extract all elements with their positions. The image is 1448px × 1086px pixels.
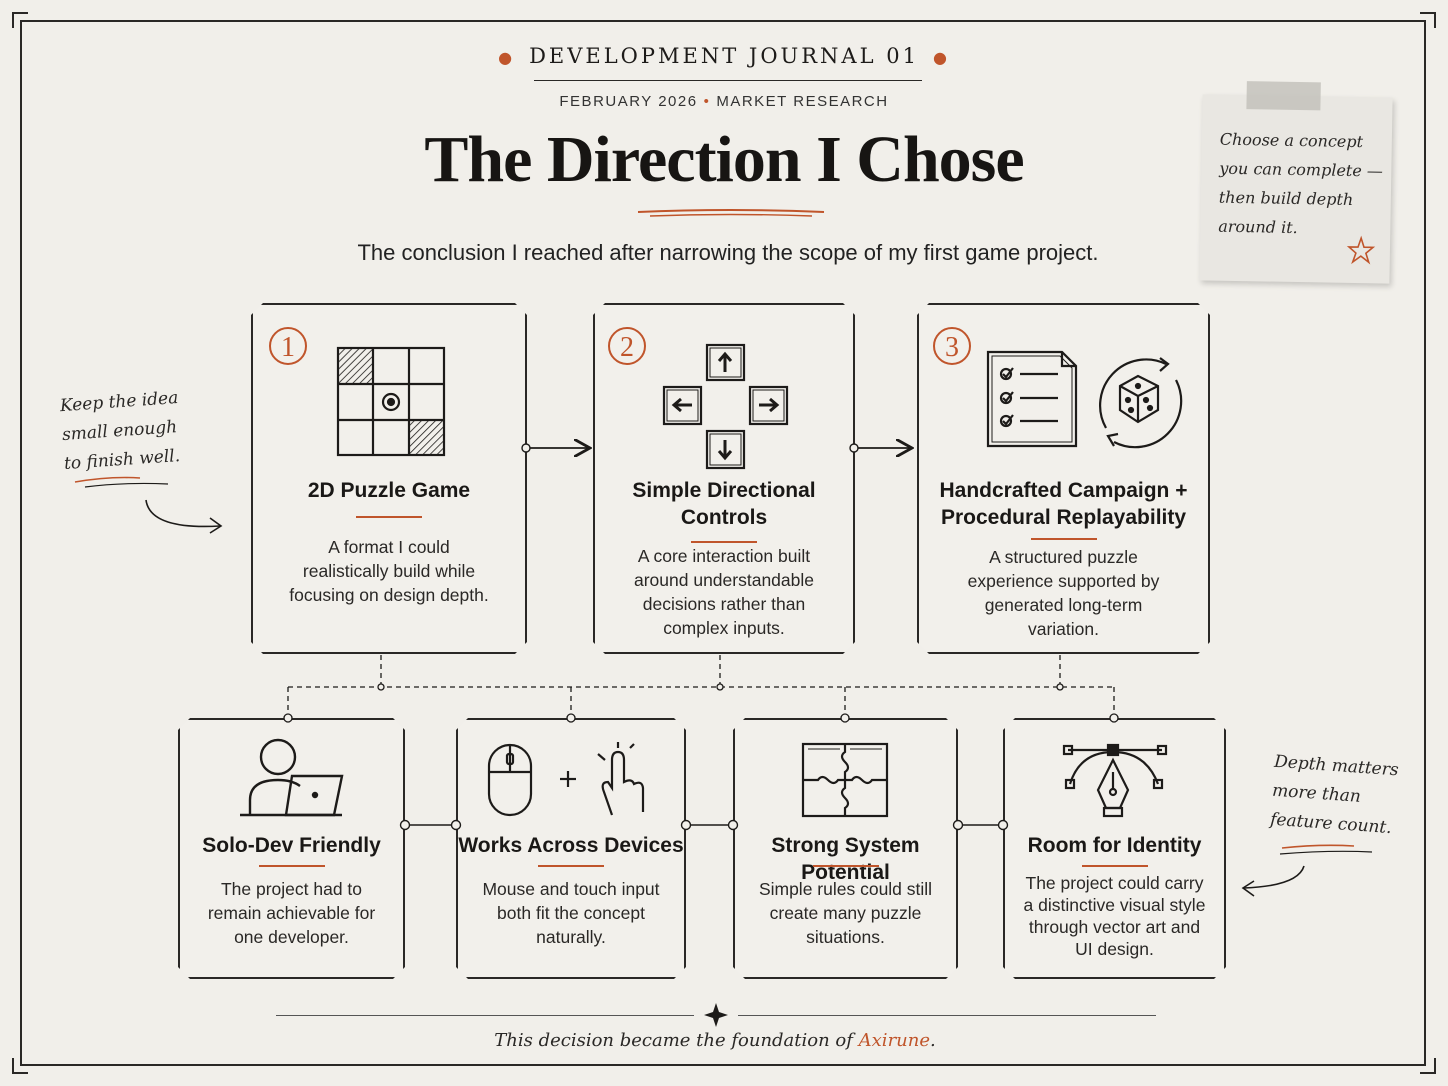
journal-heading: ●DEVELOPMENT JOURNAL 01● <box>498 44 950 68</box>
title-rule <box>813 865 879 867</box>
card-campaign-replayability: 3 Handcrafted Campaign +Procedural Repla… <box>917 303 1210 654</box>
frame-corner <box>1420 12 1436 28</box>
footer-rule-right <box>738 1015 1156 1016</box>
subheading: FEBRUARY 2026•MARKET RESEARCH <box>559 93 889 110</box>
left-annotation: Keep the idea small enough to finish wel… <box>59 387 181 475</box>
step-number: 2 <box>608 327 646 365</box>
page-title: The Direction I Chose <box>424 123 1024 196</box>
title-rule <box>691 541 757 543</box>
page-frame <box>20 20 1426 1066</box>
card-title: Solo-Dev Friendly <box>202 834 381 857</box>
right-annotation: Depth matters more than feature count. <box>1269 751 1400 839</box>
title-rule <box>1082 865 1148 867</box>
step-number: 1 <box>269 327 307 365</box>
journal-underline <box>534 80 922 81</box>
card-title: Handcrafted Campaign +Procedural Replaya… <box>939 479 1188 529</box>
frame-corner <box>12 1058 28 1074</box>
title-rule <box>259 865 325 867</box>
title-rule <box>538 865 604 867</box>
card-title: 2D Puzzle Game <box>307 479 471 502</box>
footer-rule-left <box>276 1015 694 1016</box>
title-rule <box>356 516 422 518</box>
frame-corner <box>12 12 28 28</box>
card-title: Works Across Devices <box>458 834 684 857</box>
frame-corner <box>1420 1058 1436 1074</box>
card-room-for-identity: Room for Identity The project could carr… <box>1003 718 1226 979</box>
note-text: Choose a concept you can complete — then… <box>1218 129 1384 238</box>
intro-text: The conclusion I reached after narrowing… <box>357 240 1099 265</box>
card-across-devices: Works Across Devices Mouse and touch inp… <box>456 718 686 979</box>
sticky-note: Choose a concept you can complete — then… <box>1199 81 1393 284</box>
brand-name: Axirune <box>858 1030 931 1051</box>
tape-strip <box>1246 81 1321 111</box>
card-system-potential: Strong System Potential Simple rules cou… <box>733 718 958 979</box>
footer-text: This decision became the foundation of A… <box>494 1030 936 1051</box>
star-icon <box>1346 235 1376 265</box>
title-rule <box>1031 538 1097 540</box>
card-title: Room for Identity <box>1027 834 1202 857</box>
step-number: 3 <box>933 327 971 365</box>
